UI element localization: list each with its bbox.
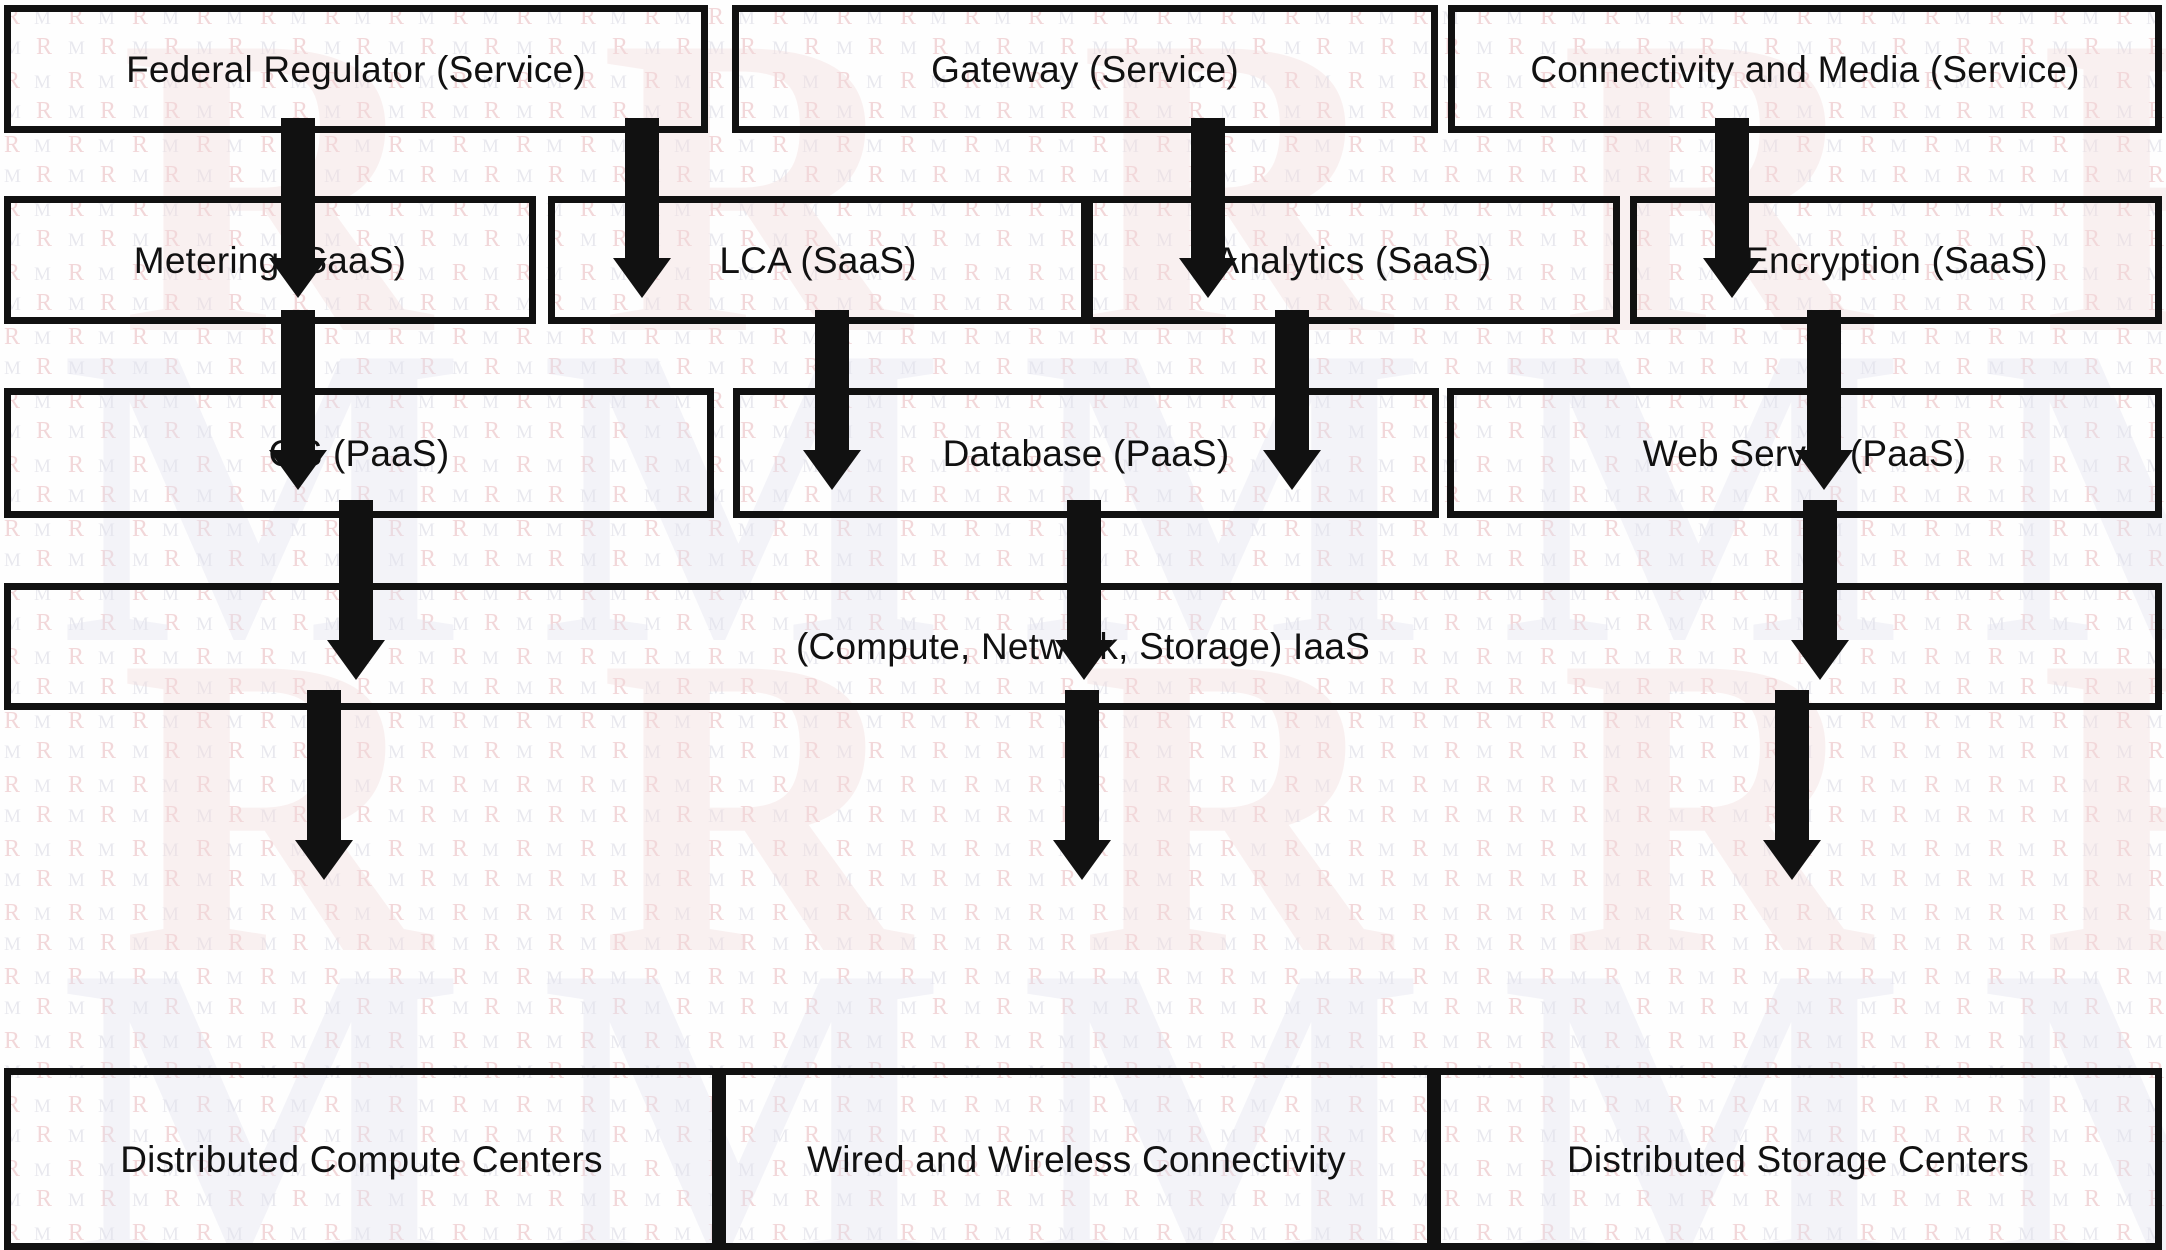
node-federal-regulator-service[interactable]: Federal Regulator (Service) [4, 5, 708, 133]
arrow-lca-to-database [802, 310, 862, 490]
node-label: Database (PaaS) [942, 432, 1230, 474]
node-connectivity-and-media-service[interactable]: Connectivity and Media (Service) [1448, 5, 2162, 133]
arrow-connectivity-media-to-encryption [1702, 118, 1762, 298]
node-label: Distributed Compute Centers [120, 1138, 603, 1180]
arrow-iaas-to-wired-wireless-connectivity [1052, 690, 1112, 880]
arrow-analytics-to-database [1262, 310, 1322, 490]
node-os-paas[interactable]: OS (PaaS) [4, 388, 714, 518]
arrow-web-server-to-iaas [1790, 500, 1850, 680]
node-analytics-saas[interactable]: Analytics (SaaS) [1086, 196, 1620, 324]
arrow-metering-to-os [268, 310, 328, 490]
arrow-federal-regulator-to-metering [268, 118, 328, 298]
node-gateway-service[interactable]: Gateway (Service) [732, 5, 1438, 133]
arrow-database-to-iaas [1054, 500, 1114, 680]
node-label: Gateway (Service) [931, 48, 1239, 90]
node-label: Wired and Wireless Connectivity [807, 1138, 1346, 1180]
node-wired-and-wireless-connectivity[interactable]: Wired and Wireless Connectivity [719, 1068, 1434, 1250]
arrow-iaas-to-distributed-compute-centers [294, 690, 354, 880]
arrow-gateway-to-analytics [1178, 118, 1238, 298]
arrow-encryption-to-web-server [1794, 310, 1854, 490]
node-label: LCA (SaaS) [719, 239, 917, 281]
arrow-federal-regulator-to-lca [612, 118, 672, 298]
node-distributed-compute-centers[interactable]: Distributed Compute Centers [4, 1068, 719, 1250]
node-label: Analytics (SaaS) [1214, 239, 1492, 281]
node-label: Connectivity and Media (Service) [1530, 48, 2080, 90]
node-distributed-storage-centers[interactable]: Distributed Storage Centers [1434, 1068, 2162, 1250]
node-label: Encryption (SaaS) [1744, 239, 2048, 281]
arrow-os-to-iaas [326, 500, 386, 680]
node-label: Distributed Storage Centers [1567, 1138, 2029, 1180]
node-label: Federal Regulator (Service) [126, 48, 586, 90]
arrow-iaas-to-distributed-storage-centers [1762, 690, 1822, 880]
